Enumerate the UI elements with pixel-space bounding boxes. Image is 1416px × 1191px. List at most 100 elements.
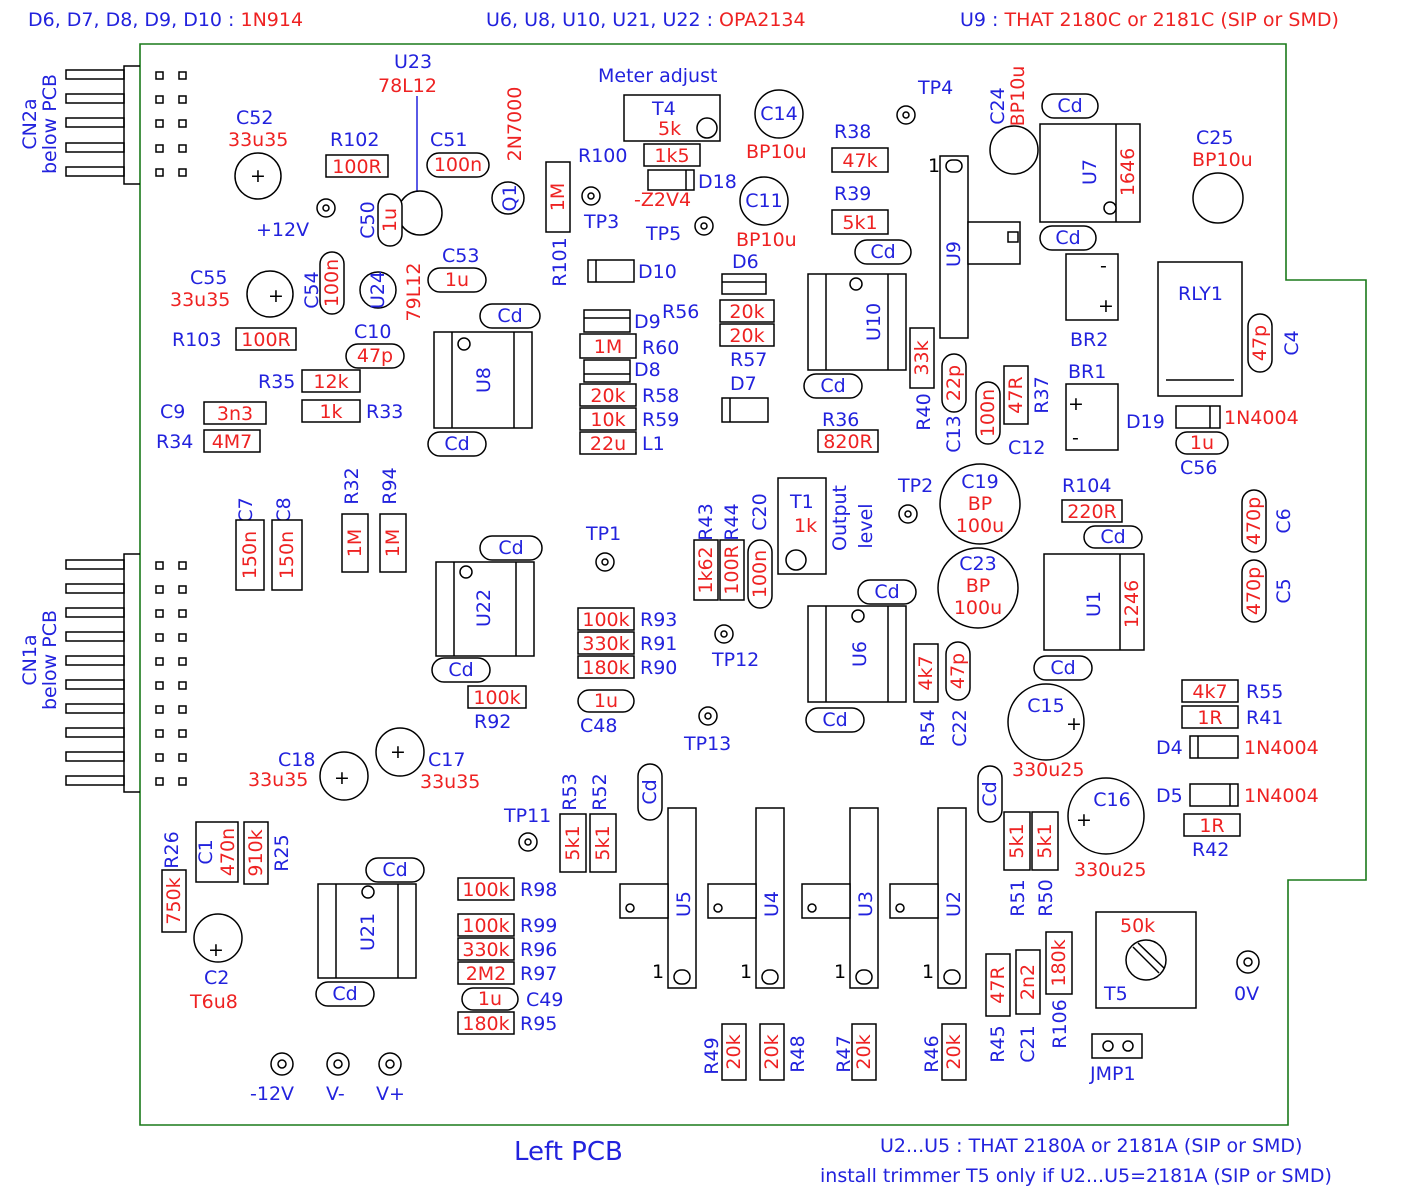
- r46-resistor: [941, 1023, 967, 1081]
- r49-resistor: [721, 1023, 747, 1081]
- c52-value: 33u35: [228, 129, 288, 151]
- svg-text:1u: 1u: [445, 269, 469, 291]
- d4-value: 1N4004: [1244, 737, 1319, 759]
- r25-resistor: [243, 821, 269, 885]
- d6-ref: D6: [732, 251, 759, 273]
- svg-text:330k: 330k: [462, 939, 509, 961]
- svg-text:U7: U7: [1079, 159, 1101, 185]
- c16-capacitor: [1067, 777, 1145, 855]
- svg-text:100k: 100k: [462, 879, 509, 901]
- l1-inductor: [579, 431, 637, 455]
- cd-u6-bottom: [805, 707, 865, 733]
- r97-ref: R97: [520, 963, 557, 985]
- d7-ref: D7: [730, 373, 757, 395]
- r58-resistor: [579, 383, 637, 407]
- r45-ref: R45: [987, 1025, 1009, 1062]
- svg-text:100k: 100k: [462, 915, 509, 937]
- cd-u5: [637, 763, 663, 821]
- c4-capacitor: [1247, 313, 1273, 373]
- c7-capacitor: [235, 519, 265, 591]
- r36-ref: R36: [822, 409, 859, 431]
- c22-ref: C22: [949, 709, 971, 746]
- r48-ref: R48: [787, 1035, 809, 1072]
- d7-diode: [721, 397, 769, 423]
- c15-plus: +: [1066, 713, 1082, 735]
- r47-resistor: [851, 1023, 877, 1081]
- minus12v-label: -12V: [250, 1083, 294, 1105]
- svg-text:100n: 100n: [434, 154, 482, 176]
- svg-text:4k7: 4k7: [915, 655, 937, 690]
- c19-capacitor: [939, 463, 1021, 545]
- r47-ref: R47: [833, 1035, 855, 1072]
- r40-ref: R40: [913, 393, 935, 430]
- svg-text:10k: 10k: [590, 409, 625, 431]
- r48-resistor: [759, 1023, 785, 1081]
- u24-regulator: [359, 271, 397, 309]
- c10-capacitor: [345, 343, 405, 369]
- c11-capacitor: [739, 176, 789, 226]
- r35-ref: R35: [258, 371, 295, 393]
- d8-ref: D8: [634, 359, 661, 381]
- c10-ref: C10: [354, 321, 391, 343]
- svg-text:1k5: 1k5: [654, 145, 689, 167]
- br1-ref: BR1: [1068, 361, 1106, 383]
- svg-text:47k: 47k: [842, 150, 877, 172]
- c48-ref: C48: [580, 715, 617, 737]
- r94-resistor: [379, 513, 407, 573]
- svg-text:Cd: Cd: [448, 659, 473, 681]
- svg-text:1M: 1M: [344, 529, 366, 557]
- svg-text:820R: 820R: [823, 431, 872, 453]
- svg-text:C1: C1: [195, 839, 217, 864]
- svg-text:Cd: Cd: [874, 581, 899, 603]
- r55-resistor: [1181, 679, 1239, 703]
- cd-u7-bottom: [1039, 225, 1097, 251]
- r98-ref: R98: [520, 879, 557, 901]
- tp3-label: TP3: [583, 211, 619, 233]
- c49-ref: C49: [526, 989, 563, 1011]
- r42-resistor: [1183, 813, 1241, 837]
- c15-capacitor: [1007, 683, 1085, 761]
- r50-resistor: [1031, 811, 1059, 871]
- r56-resistor: [719, 299, 775, 323]
- c55-value: 33u35: [170, 289, 230, 311]
- r100-resistor: [643, 143, 701, 167]
- r92-resistor: [467, 685, 527, 709]
- jmp1-jumper: [1091, 1033, 1143, 1059]
- r34-resistor: [203, 429, 261, 453]
- svg-text:20k: 20k: [943, 1034, 965, 1069]
- c23-capacitor: [937, 547, 1019, 629]
- r96-resistor: [457, 937, 515, 961]
- c54-capacitor: [319, 251, 345, 315]
- board-outline: [139, 43, 1367, 1126]
- br1-minus: -: [1072, 427, 1079, 449]
- c51-ref: C51: [430, 129, 467, 151]
- br1-plus: +: [1068, 393, 1084, 415]
- c8-capacitor: [271, 519, 303, 591]
- r53-ref: R53: [559, 773, 581, 810]
- d10-ref: D10: [638, 261, 677, 283]
- svg-text:180k: 180k: [462, 1013, 509, 1035]
- note-top-right: U9 : THAT 2180C or 2181C (SIP or SMD): [960, 9, 1339, 31]
- cd-u6-top: [857, 579, 917, 605]
- r36-resistor: [817, 429, 879, 453]
- svg-text:U2: U2: [943, 891, 965, 917]
- svg-text:220R: 220R: [1067, 501, 1116, 523]
- r37-resistor: [1003, 365, 1029, 425]
- r25-ref: R25: [271, 834, 293, 871]
- c24-capacitor: [989, 125, 1039, 175]
- svg-text:U4: U4: [761, 891, 783, 917]
- r92-ref: R92: [474, 711, 511, 733]
- c17-value: 33u35: [420, 771, 480, 793]
- r43-resistor: [693, 539, 719, 601]
- r102-resistor: [325, 154, 389, 178]
- d18-value: -Z2V4: [634, 189, 691, 211]
- svg-text:Cd: Cd: [444, 433, 469, 455]
- svg-text:1u: 1u: [1190, 432, 1214, 454]
- r57-resistor: [719, 323, 775, 347]
- c56-ref: C56: [1180, 457, 1217, 479]
- svg-text:Cd: Cd: [820, 375, 845, 397]
- r38-resistor: [831, 147, 889, 173]
- cd-u22-top: [479, 535, 543, 561]
- r56-ref: R56: [662, 301, 699, 323]
- r49-ref: R49: [701, 1037, 723, 1074]
